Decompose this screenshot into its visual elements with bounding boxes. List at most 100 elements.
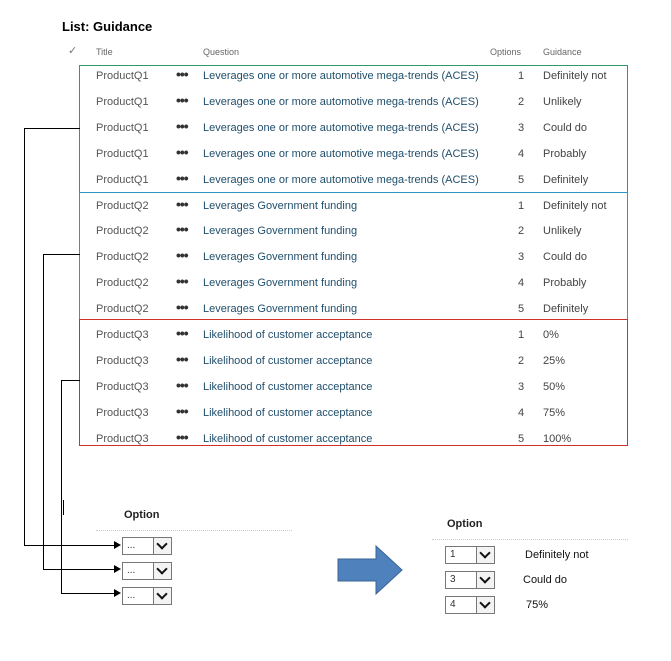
row-title[interactable]: ProductQ1 (96, 173, 149, 186)
row-title[interactable]: ProductQ1 (96, 70, 149, 82)
row-question-link[interactable]: Leverages Government funding (203, 199, 358, 212)
ellipsis-menu-icon[interactable]: ••• (176, 221, 189, 238)
ellipsis-menu-icon[interactable]: ••• (176, 66, 189, 82)
table-row[interactable]: ProductQ3 ••• Likelihood of customer accep… (80, 427, 628, 453)
table-row[interactable]: ProductQ2 ••• Leverages Government funding… (80, 194, 628, 220)
option-select-after-3[interactable]: 4 (445, 596, 495, 614)
chevron-down-icon[interactable] (153, 588, 171, 604)
arrowhead-icon (114, 541, 121, 549)
row-question-link[interactable]: Likelihood of customer acceptance (203, 354, 373, 367)
option-select-3[interactable]: ... (122, 587, 172, 605)
row-guidance: Definitely not (543, 70, 607, 82)
table-row[interactable]: ProductQ1 ••• Leverages one or more automo… (80, 142, 628, 168)
chevron-down-icon[interactable] (153, 538, 171, 554)
column-header-guidance[interactable]: Guidance (543, 47, 582, 57)
table-row[interactable]: ProductQ2 ••• Leverages Government funding… (80, 271, 628, 297)
column-header-question[interactable]: Question (203, 47, 240, 57)
row-title[interactable]: ProductQ3 (96, 432, 149, 445)
row-option: 3 (518, 121, 525, 134)
connector-line (43, 569, 114, 570)
row-title[interactable]: ProductQ2 (96, 199, 149, 212)
row-title[interactable]: ProductQ1 (96, 121, 149, 134)
ellipsis-menu-icon[interactable]: ••• (176, 402, 189, 419)
row-title[interactable]: ProductQ3 (96, 406, 149, 419)
group-outline-productq3 (79, 319, 628, 446)
ellipsis-menu-icon[interactable]: ••• (176, 299, 189, 316)
row-question-link[interactable]: Leverages one or more automotive mega-tr… (203, 173, 479, 186)
row-question-link[interactable]: Leverages one or more automotive mega-tr… (203, 121, 479, 134)
connector-line (43, 254, 44, 570)
option-select-value: ... (127, 540, 136, 551)
option-select-2[interactable]: ... (122, 562, 172, 580)
option-select-1[interactable]: ... (122, 537, 172, 555)
table-row[interactable]: ProductQ1 ••• Leverages one or more automo… (80, 64, 628, 90)
option-select-value: ... (127, 590, 136, 601)
ellipsis-menu-icon[interactable]: ••• (176, 117, 189, 134)
guidance-text-2: Could do (523, 574, 568, 586)
row-option: 4 (518, 406, 525, 419)
table-row[interactable]: ProductQ3 ••• Likelihood of customer accep… (80, 375, 628, 401)
row-option: 3 (518, 251, 525, 264)
row-question-link[interactable]: Leverages one or more automotive mega-tr… (203, 147, 479, 160)
row-title[interactable]: ProductQ2 (96, 225, 149, 238)
row-guidance: Definitely (543, 303, 589, 316)
table-row[interactable]: ProductQ1 ••• Leverages one or more automo… (80, 168, 628, 194)
guidance-text-3: 75% (526, 599, 549, 611)
table-row[interactable]: ProductQ3 ••• Likelihood of customer accep… (80, 401, 628, 427)
table-row[interactable]: ProductQ3 ••• Likelihood of customer accep… (80, 349, 628, 375)
ellipsis-menu-icon[interactable]: ••• (176, 195, 189, 212)
checkmark-icon[interactable]: ✓ (68, 45, 78, 57)
row-question-link[interactable]: Likelihood of customer acceptance (203, 406, 373, 419)
ellipsis-menu-icon[interactable]: ••• (176, 247, 189, 264)
row-title[interactable]: ProductQ1 (96, 147, 149, 160)
row-title[interactable]: ProductQ2 (96, 251, 149, 264)
ellipsis-menu-icon[interactable]: ••• (176, 325, 189, 341)
ellipsis-menu-icon[interactable]: ••• (176, 91, 189, 108)
option-label-before: Option (124, 509, 160, 521)
row-title[interactable]: ProductQ1 (96, 95, 149, 108)
row-option: 5 (518, 303, 525, 316)
row-question-link[interactable]: Leverages Government funding (203, 277, 358, 290)
table-row[interactable]: ProductQ1 ••• Leverages one or more automo… (80, 90, 628, 116)
chevron-down-icon[interactable] (476, 547, 494, 563)
column-header-options[interactable]: Options (490, 47, 522, 57)
ellipsis-menu-icon[interactable]: ••• (176, 376, 189, 393)
row-title[interactable]: ProductQ2 (96, 277, 149, 290)
row-question-link[interactable]: Leverages Government funding (203, 225, 358, 238)
option-select-after-2[interactable]: 3 (445, 571, 495, 589)
row-option: 2 (518, 225, 525, 238)
row-option: 1 (518, 329, 525, 341)
row-question-link[interactable]: Leverages one or more automotive mega-tr… (203, 95, 479, 108)
row-guidance: 100% (543, 432, 572, 445)
connector-line (24, 128, 80, 129)
row-question-link[interactable]: Leverages Government funding (203, 251, 358, 264)
option-select-after-1[interactable]: 1 (445, 546, 495, 564)
row-title[interactable]: ProductQ3 (96, 329, 149, 341)
table-row[interactable]: ProductQ1 ••• Leverages one or more automo… (80, 116, 628, 142)
table-row[interactable]: ProductQ2 ••• Leverages Government funding… (80, 245, 628, 271)
column-header-title[interactable]: Title (96, 47, 113, 57)
ellipsis-menu-icon[interactable]: ••• (176, 143, 189, 160)
ellipsis-menu-icon[interactable]: ••• (176, 350, 189, 367)
row-option: 5 (518, 173, 525, 186)
row-title[interactable]: ProductQ3 (96, 354, 149, 367)
arrowhead-icon (114, 589, 121, 597)
row-question-link[interactable]: Likelihood of customer acceptance (203, 380, 373, 393)
chevron-down-icon[interactable] (476, 597, 494, 613)
row-question-link[interactable]: Leverages Government funding (203, 303, 358, 316)
row-title[interactable]: ProductQ2 (96, 303, 149, 316)
chevron-down-icon[interactable] (153, 563, 171, 579)
table-row[interactable]: ProductQ2 ••• Leverages Government funding… (80, 219, 628, 245)
row-question-link[interactable]: Leverages one or more automotive mega-tr… (203, 70, 479, 82)
table-row[interactable]: ProductQ3 ••• Likelihood of customer accep… (80, 323, 628, 349)
row-title[interactable]: ProductQ3 (96, 380, 149, 393)
connector-line (61, 593, 114, 594)
row-question-link[interactable]: Likelihood of customer acceptance (203, 432, 373, 445)
table-row[interactable]: ProductQ2 ••• Leverages Government funding… (80, 297, 628, 323)
ellipsis-menu-icon[interactable]: ••• (176, 169, 189, 186)
ellipsis-menu-icon[interactable]: ••• (176, 273, 189, 290)
row-guidance: 50% (543, 380, 566, 393)
chevron-down-icon[interactable] (476, 572, 494, 588)
row-question-link[interactable]: Likelihood of customer acceptance (203, 329, 373, 341)
ellipsis-menu-icon[interactable]: ••• (176, 428, 189, 445)
